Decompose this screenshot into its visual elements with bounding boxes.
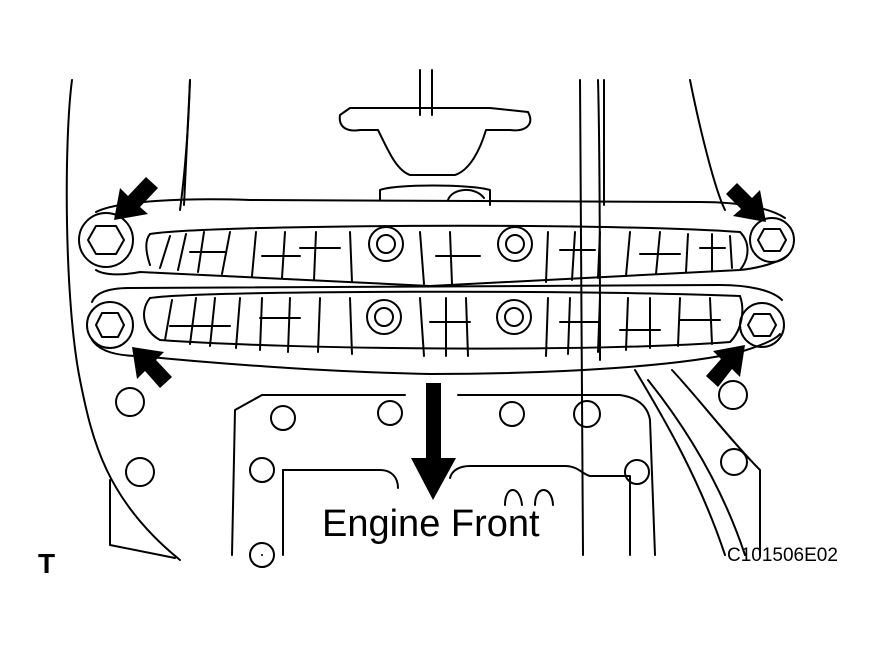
stiffener-ribs-lower bbox=[164, 297, 721, 357]
corner-bolt-bottom-right bbox=[739, 302, 785, 348]
stiffener-ribs-upper bbox=[159, 231, 733, 285]
corner-bolt-top-left bbox=[78, 212, 134, 268]
stiffener-upper-bar bbox=[95, 198, 789, 287]
engine-front-label: Engine Front bbox=[322, 503, 540, 545]
bolt-pointer-arrow-bottom-right bbox=[706, 345, 745, 387]
tab-marker: T bbox=[38, 548, 56, 579]
top-holder-bracket bbox=[338, 107, 532, 206]
engine-block-outline bbox=[65, 69, 761, 561]
bolt-pointer-arrow-top-left bbox=[114, 177, 158, 220]
bolt-pointer-arrow-bottom-left bbox=[132, 347, 172, 388]
bolt-pointer-arrow-top-right bbox=[726, 183, 766, 222]
center-bolts bbox=[366, 226, 533, 335]
corner-bolt-top-right bbox=[749, 217, 795, 263]
oil-pan-outline bbox=[231, 394, 656, 556]
engine-front-arrow-icon bbox=[411, 383, 456, 500]
reference-code: C101506E02 bbox=[727, 545, 838, 566]
mounting-holes bbox=[115, 380, 748, 568]
corner-bolt-bottom-left bbox=[86, 301, 134, 349]
